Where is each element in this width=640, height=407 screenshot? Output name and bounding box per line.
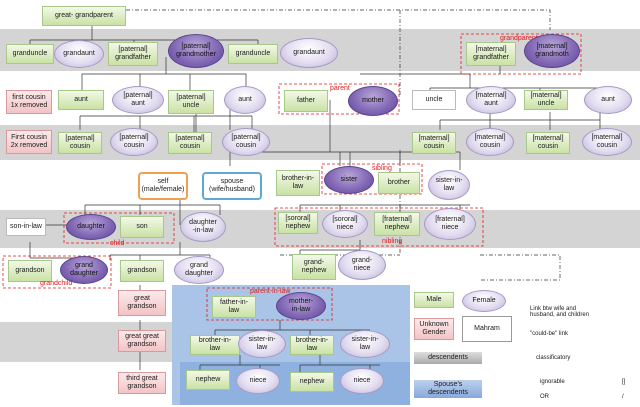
maternal-aunt-node: [maternal] aunt [466,86,516,114]
mother-node: mother [348,86,398,116]
daughter-in-law-node: daughter -in-law [180,212,226,242]
sister-node: sister [324,166,374,194]
maternal-cousin-1-node: [maternal] cousin [412,132,456,154]
paternal-cousin-1-node: [paternal] cousin [58,132,102,154]
legend-male: Male [414,292,454,308]
parent-in-law-label: parent-in-law [250,288,291,295]
granduncle-left-node: granduncle [6,44,54,64]
great-great-grandson-node: great great grandson [118,330,166,352]
legend-or-symbol: / [622,394,624,400]
fraternal-nephew-node: [fraternal] nephew [374,212,420,236]
nephew-bottom-1-node: nephew [186,370,230,390]
brother-node: brother [378,172,420,194]
legend-classificatory-text: classificatory [536,355,571,361]
maternal-cousin-4-node: [maternal] cousin [582,128,632,156]
paternal-cousin-2-node: [paternal] cousin [110,128,158,156]
grandaunt-left-node: grandaunt [54,40,104,68]
maternal-grandfather-node: [maternal] grandfather [466,42,516,66]
nibling-label: nibling [382,238,403,245]
legend-unknown-gender: Unknown Gender [414,318,454,340]
paternal-cousin-3-node: [paternal] cousin [168,132,212,154]
legend-could-be-text: "could-be" link [530,331,568,337]
grand-niece-node: grand- niece [338,250,386,280]
paternal-grandfather-node: [paternal] grandfather [108,42,158,66]
nephew-bottom-2-node: nephew [290,372,334,392]
legend-link-text: Link btw wife and husband, and children [530,306,590,318]
brother-in-law-bottom-2-node: brother-in- law [290,335,334,355]
granddaughter-middle-node: grand daughter [174,256,224,284]
aunt-left-node: aunt [58,90,104,110]
granduncle-right-node: granduncle [228,44,278,64]
grandchild-label: grandchild [40,280,73,287]
maternal-grandmother-node: [maternal] grandmoth [524,34,580,68]
father-in-law-node: father-in- law [212,296,256,318]
brother-in-law-top-node: brother-in- law [276,170,320,196]
paternal-uncle-node: [paternal] uncle [168,90,214,114]
sibling-label: sibling [372,165,392,172]
self-node: self (male/female) [138,172,188,200]
legend-female: Female [462,290,506,312]
grandparent-label: grandparent [500,35,538,42]
legend-spouse-descendents: Spouse's descendents [414,380,482,398]
sister-in-law-bottom-node: sister-in- law [238,330,286,358]
sororal-niece-node: [sororal] niece [322,210,368,238]
maternal-cousin-2-node: [maternal] cousin [466,128,514,156]
band-self [0,160,640,210]
niece-bottom-1-node: niece [236,368,280,394]
legend-descendents: descendents [414,352,482,364]
paternal-cousin-4-node: [paternal] cousin [222,128,270,156]
child-label: child [110,240,125,247]
niece-bottom-2-node: niece [340,368,384,394]
maternal-uncle-node: [maternal] uncle [524,90,568,110]
father-node: father [284,90,328,112]
first-cousin-2x-removed-node: First cousin 2x removed [6,130,52,154]
paternal-grandmother-node: [paternal] grandmother [168,34,224,68]
fraternal-niece-node: [fraternal] niece [424,208,476,240]
legend-ignorable-symbol: [] [622,379,626,385]
sororal-nephew-node: [sororal] nephew [278,212,318,234]
uncle-right-node: uncle [412,90,456,110]
grandson-middle-node: grandson [120,260,164,282]
parent-label: parent [330,85,350,92]
son-in-law-node: son-in-law [6,218,46,236]
paternal-aunt-node: [paternal] aunt [112,86,164,114]
sister-in-law-top-node: sister-in- law [428,170,470,200]
mother-in-law-node: mother- in-law [276,292,326,320]
great-grandson-node: great grandson [118,290,166,316]
grandaunt-right-node: grandaunt [280,38,338,68]
great-grandparent-node: great- grandparent [42,6,126,26]
daughter-node: daughter [66,214,116,240]
brother-in-law-bottom-node: brother-in- law [190,335,240,355]
third-great-grandson-node: third great grandson [118,372,166,394]
son-node: son [120,216,164,238]
aunt-middle-node: aunt [224,86,266,114]
granddaughter-left-node: grand daughter [60,256,108,284]
grand-nephew-node: grand- nephew [292,254,336,280]
legend-mahram: Mahram [462,316,512,342]
legend-or-text: OR [540,394,549,400]
aunt-right-node: aunt [584,86,632,114]
maternal-cousin-3-node: [maternal] cousin [526,132,570,154]
legend-ignorable-text: ignorable [540,379,565,385]
spouse-node: spouse (wife/husband) [202,172,262,200]
sister-in-law-bottom-2-node: sister-in- law [340,330,390,358]
grandson-left-node: grandson [8,260,52,282]
first-cousin-1x-removed-node: first cousin 1x removed [6,90,52,114]
